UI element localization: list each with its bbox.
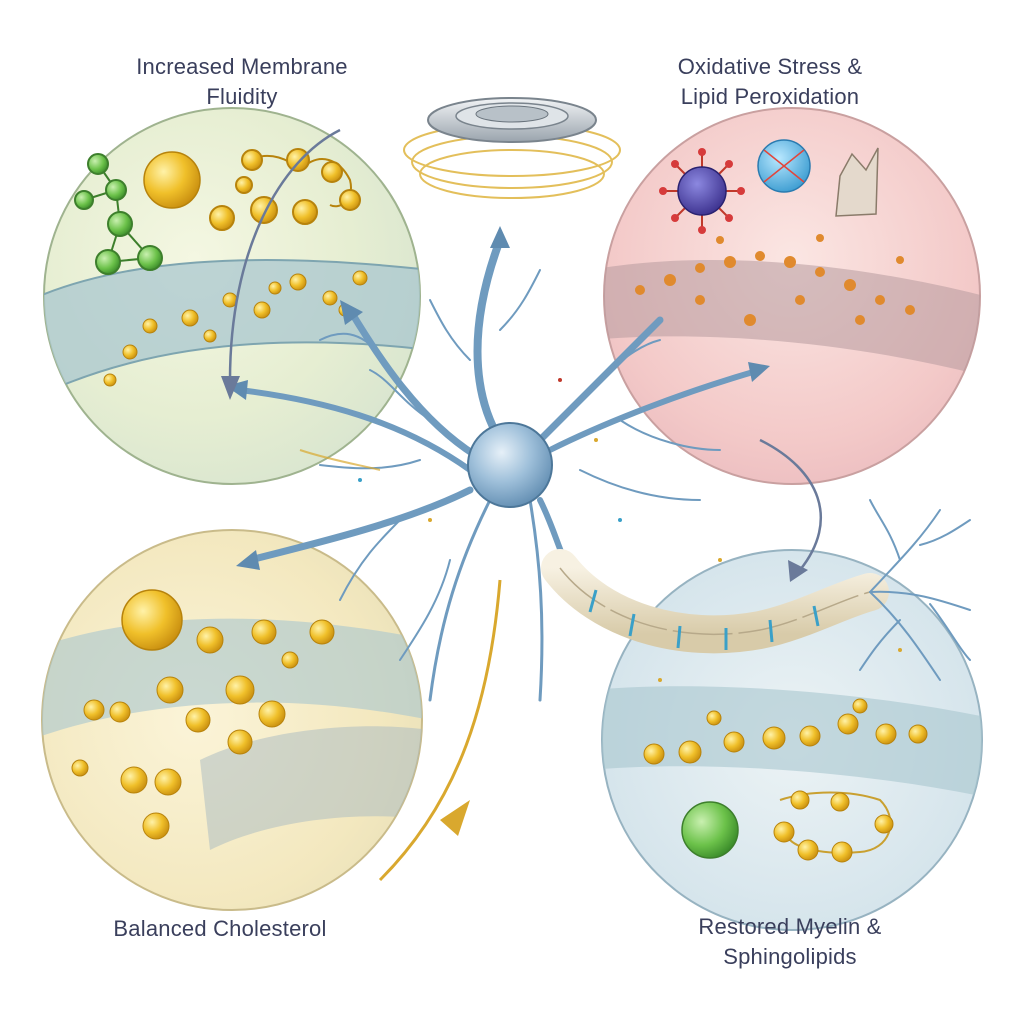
arrow-gold-curve — [378, 579, 502, 882]
membrane-disc-signal-icon — [403, 97, 621, 199]
restored-lipid-particles — [643, 698, 928, 765]
label-line: Balanced Cholesterol — [113, 916, 327, 941]
axon-terminal — [859, 499, 971, 681]
label-line: Increased Membrane — [136, 54, 348, 79]
label-line: Lipid Peroxidation — [680, 84, 860, 109]
cholesterol-droplet-icon — [121, 589, 183, 651]
green-sphingolipid-icon — [681, 801, 739, 859]
debris-specks — [358, 378, 902, 682]
damaged-membrane-band — [604, 260, 980, 380]
curved-arrows — [221, 128, 823, 882]
green-molecule-chain-icon — [74, 153, 163, 275]
label-oxidative-stress: Oxidative Stress & Lipid Peroxidation — [630, 52, 910, 112]
membrane-band — [602, 686, 982, 800]
balanced-lipid-particles — [71, 619, 335, 840]
label-balanced-cholesterol: Balanced Cholesterol — [60, 914, 380, 944]
arrow-tl-curve — [228, 128, 341, 381]
free-radical-icon — [659, 148, 745, 234]
arrowheads — [226, 226, 770, 570]
damaged-lipid-fragment-icon — [835, 147, 879, 217]
label-line: Oxidative Stress & — [677, 54, 863, 79]
label-restored-myelin: Restored Myelin & Sphingolipids — [640, 912, 940, 972]
quadrant-balanced-cholesterol — [41, 529, 423, 911]
lipid-droplet-icon — [143, 151, 201, 209]
gold-lipid-chain-icon — [209, 148, 361, 231]
myelinated-axon-icon — [537, 497, 971, 681]
sphingolipid-chain-icon — [773, 790, 894, 863]
label-membrane-fluidity: Increased Membrane Fluidity — [92, 52, 392, 112]
peroxidized-lipid-particles — [635, 234, 915, 326]
label-line: Fluidity — [206, 84, 278, 109]
arrow-tr-curve — [759, 438, 823, 571]
label-line: Sphingolipids — [723, 944, 857, 969]
label-line: Restored Myelin & — [698, 914, 882, 939]
antioxidant-sphere-icon — [757, 139, 811, 193]
